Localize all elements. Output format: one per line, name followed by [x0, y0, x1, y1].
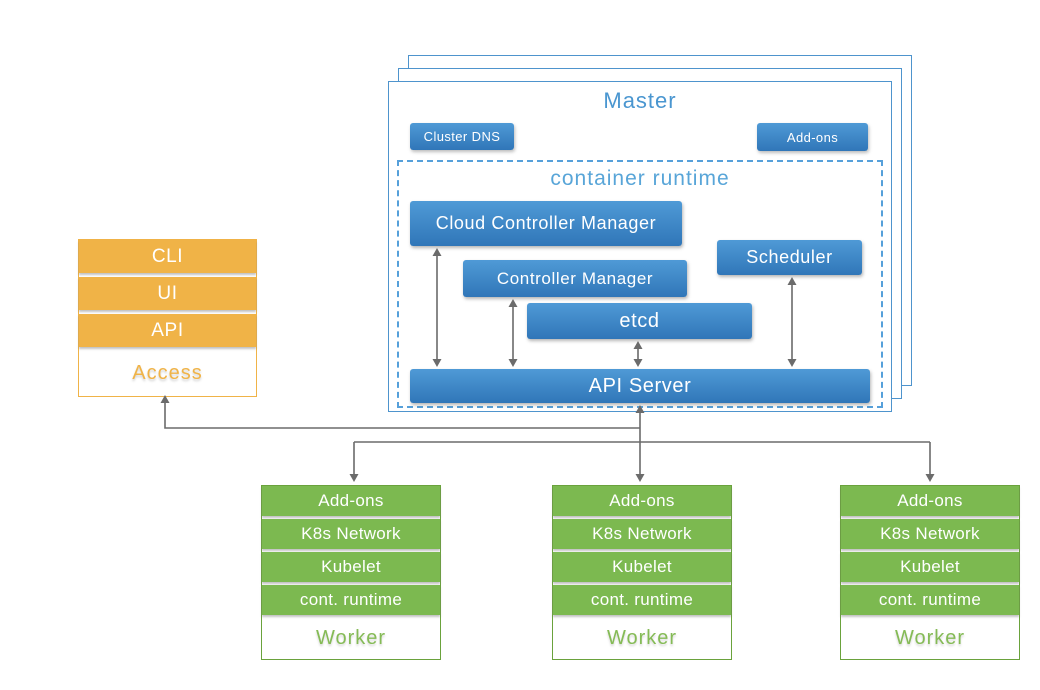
- access-stack: CLI UI API Access: [78, 239, 257, 397]
- access-row-api: API: [79, 314, 256, 347]
- worker-node-3: Add-ons K8s Network Kubelet cont. runtim…: [840, 485, 1020, 660]
- arrowhead: [349, 474, 359, 482]
- arrowhead: [925, 474, 935, 482]
- worker-node-1: Add-ons K8s Network Kubelet cont. runtim…: [261, 485, 441, 660]
- worker3-kubelet-row: Kubelet: [841, 552, 1019, 582]
- controller-manager-box: Controller Manager: [463, 260, 687, 297]
- access-row-cli: CLI: [79, 240, 256, 273]
- access-label: Access: [132, 362, 203, 384]
- worker2-kubelet-row: Kubelet: [553, 552, 731, 582]
- worker1-kubelet-row: Kubelet: [262, 552, 440, 582]
- cloud-controller-manager-box: Cloud Controller Manager: [410, 201, 682, 246]
- worker2-network-row: K8s Network: [553, 519, 731, 549]
- worker3-label: Worker: [894, 627, 966, 649]
- worker3-addons-row: Add-ons: [841, 486, 1019, 516]
- scheduler-box: Scheduler: [717, 240, 862, 275]
- worker2-runtime-row: cont. runtime: [553, 585, 731, 615]
- master-title: Master: [603, 88, 677, 113]
- etcd-box: etcd: [527, 303, 752, 339]
- worker-node-2: Add-ons K8s Network Kubelet cont. runtim…: [552, 485, 732, 660]
- api-server-box: API Server: [410, 369, 870, 403]
- worker3-runtime-row: cont. runtime: [841, 585, 1019, 615]
- master-addons-box: Add-ons: [757, 123, 868, 151]
- worker1-addons-row: Add-ons: [262, 486, 440, 516]
- worker2-label: Worker: [606, 627, 678, 649]
- worker2-addons-row: Add-ons: [553, 486, 731, 516]
- arrowhead: [635, 474, 645, 482]
- worker1-runtime-row: cont. runtime: [262, 585, 440, 615]
- access-row-ui: UI: [79, 277, 256, 310]
- worker1-label: Worker: [315, 627, 387, 649]
- container-runtime-title: container runtime: [550, 167, 730, 190]
- worker1-network-row: K8s Network: [262, 519, 440, 549]
- worker3-network-row: K8s Network: [841, 519, 1019, 549]
- cluster-dns-box: Cluster DNS: [410, 123, 514, 150]
